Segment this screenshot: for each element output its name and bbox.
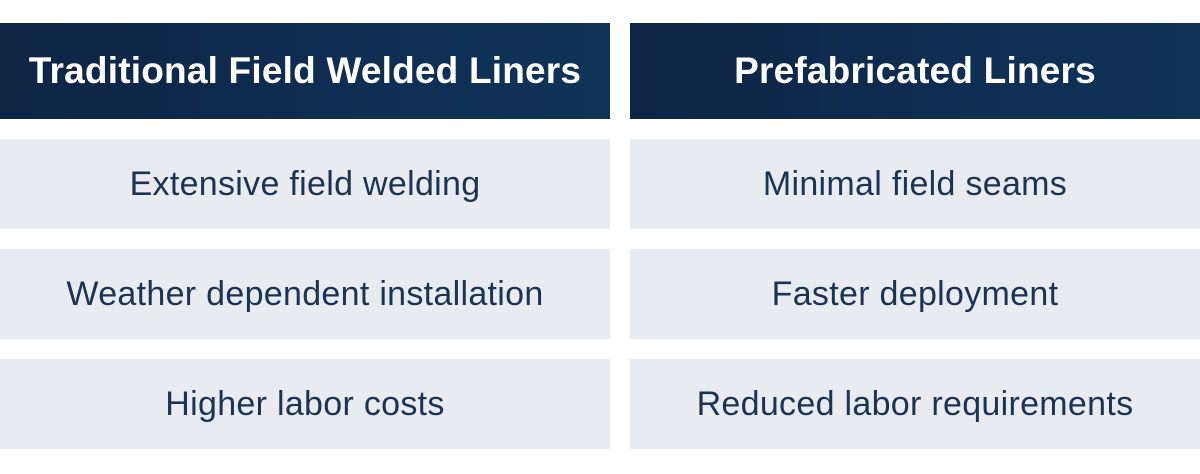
traditional-row-3: Higher labor costs xyxy=(0,359,610,449)
prefabricated-row-2: Faster deployment xyxy=(630,249,1200,339)
header-prefabricated-liners: Prefabricated Liners xyxy=(630,23,1200,119)
prefabricated-row-1: Minimal field seams xyxy=(630,139,1200,229)
header-traditional-liners: Traditional Field Welded Liners xyxy=(0,23,610,119)
comparison-table: Traditional Field Welded Liners Prefabri… xyxy=(0,23,1200,449)
traditional-row-1: Extensive field welding xyxy=(0,139,610,229)
traditional-row-2: Weather dependent installation xyxy=(0,249,610,339)
prefabricated-row-3: Reduced labor requirements xyxy=(630,359,1200,449)
